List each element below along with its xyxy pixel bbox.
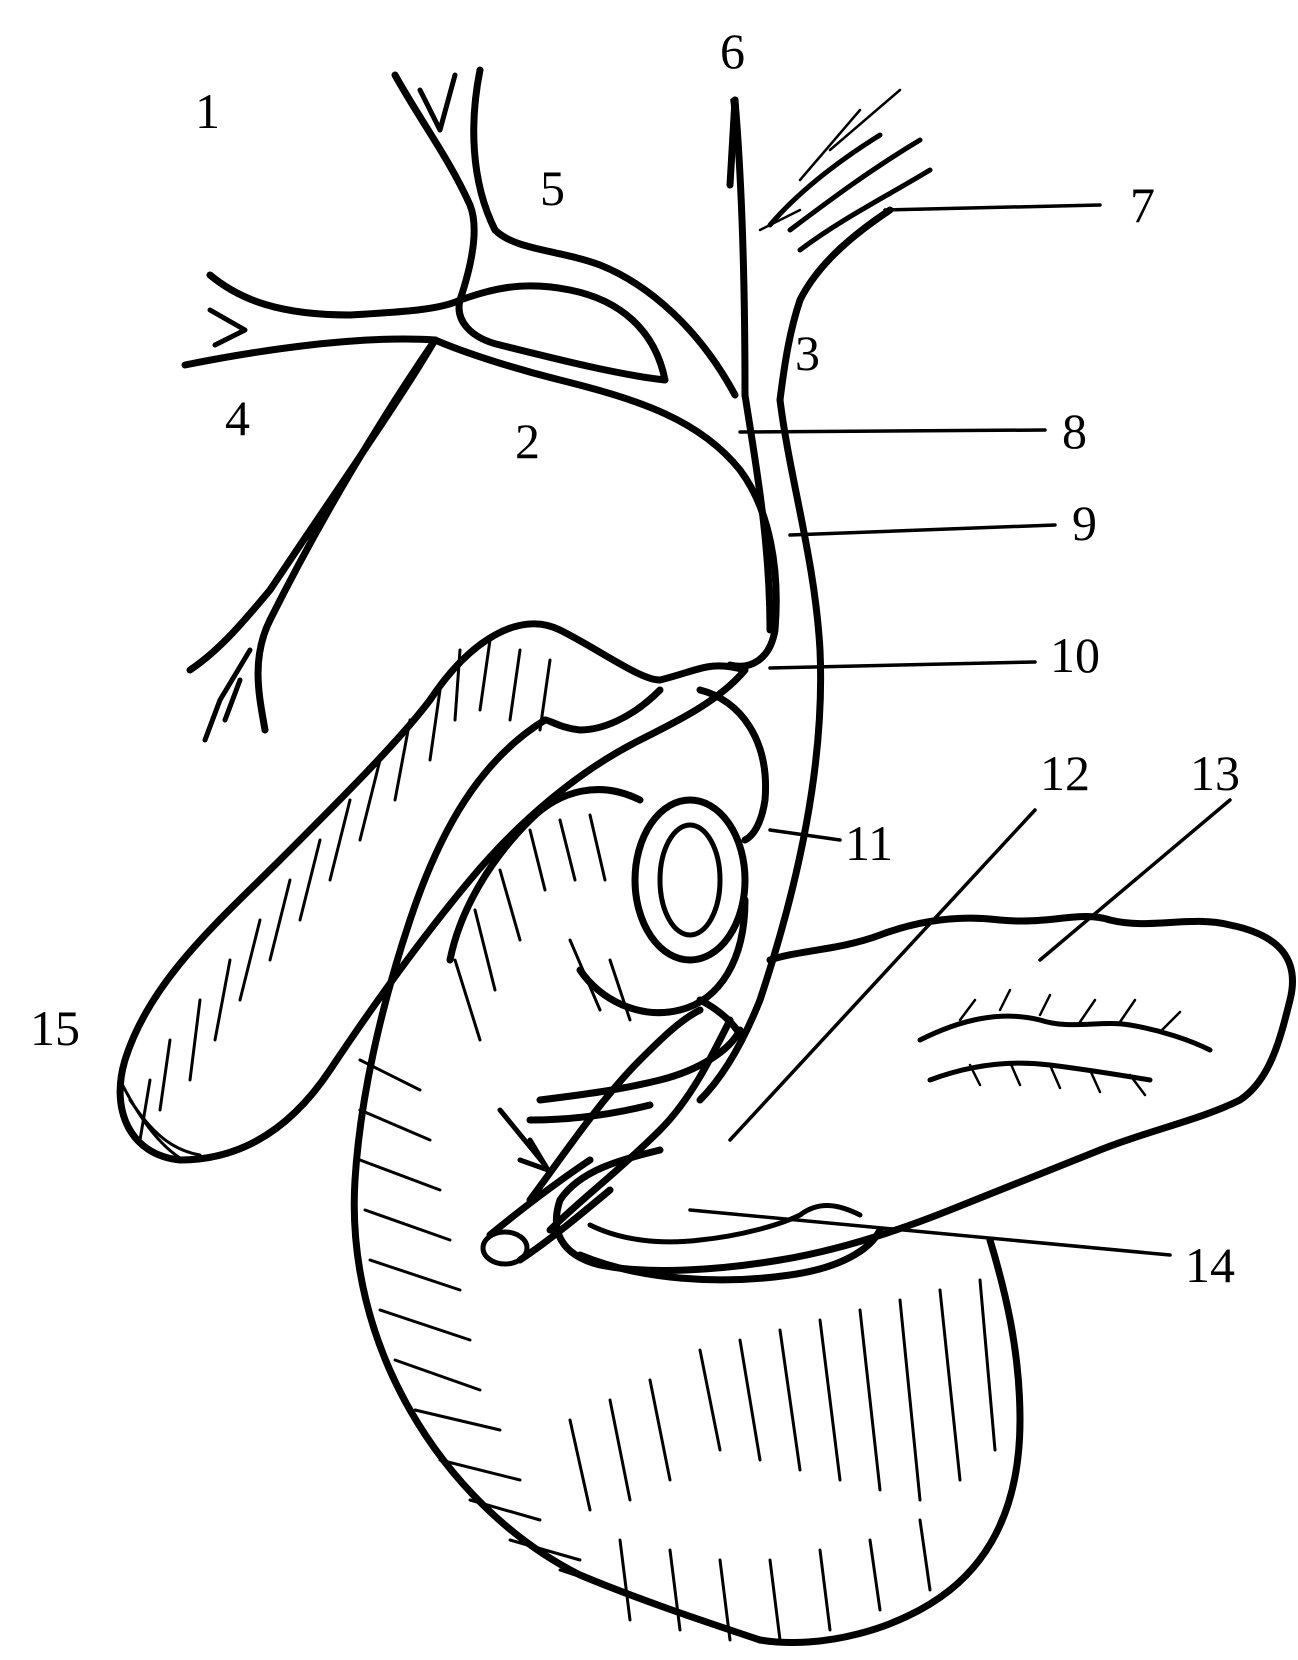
label-3: 3 bbox=[795, 325, 820, 381]
label-8: 8 bbox=[1062, 403, 1087, 459]
ampulla-ducts bbox=[483, 1000, 740, 1264]
label-1: 1 bbox=[195, 83, 220, 139]
label-9: 9 bbox=[1072, 495, 1097, 551]
label-13: 13 bbox=[1190, 745, 1240, 801]
biliary-ducts bbox=[185, 70, 930, 1100]
label-4: 4 bbox=[225, 390, 250, 446]
label-10: 10 bbox=[1050, 627, 1100, 683]
pancreas bbox=[556, 916, 1292, 1279]
duodenum bbox=[354, 690, 1020, 1643]
label-5: 5 bbox=[540, 160, 565, 216]
label-7: 7 bbox=[1130, 177, 1155, 233]
label-11: 11 bbox=[845, 815, 893, 871]
label-6: 6 bbox=[720, 23, 745, 79]
label-14: 14 bbox=[1185, 1237, 1235, 1293]
label-12: 12 bbox=[1040, 745, 1090, 801]
label-2: 2 bbox=[515, 413, 540, 469]
label-15: 15 bbox=[30, 1000, 80, 1056]
